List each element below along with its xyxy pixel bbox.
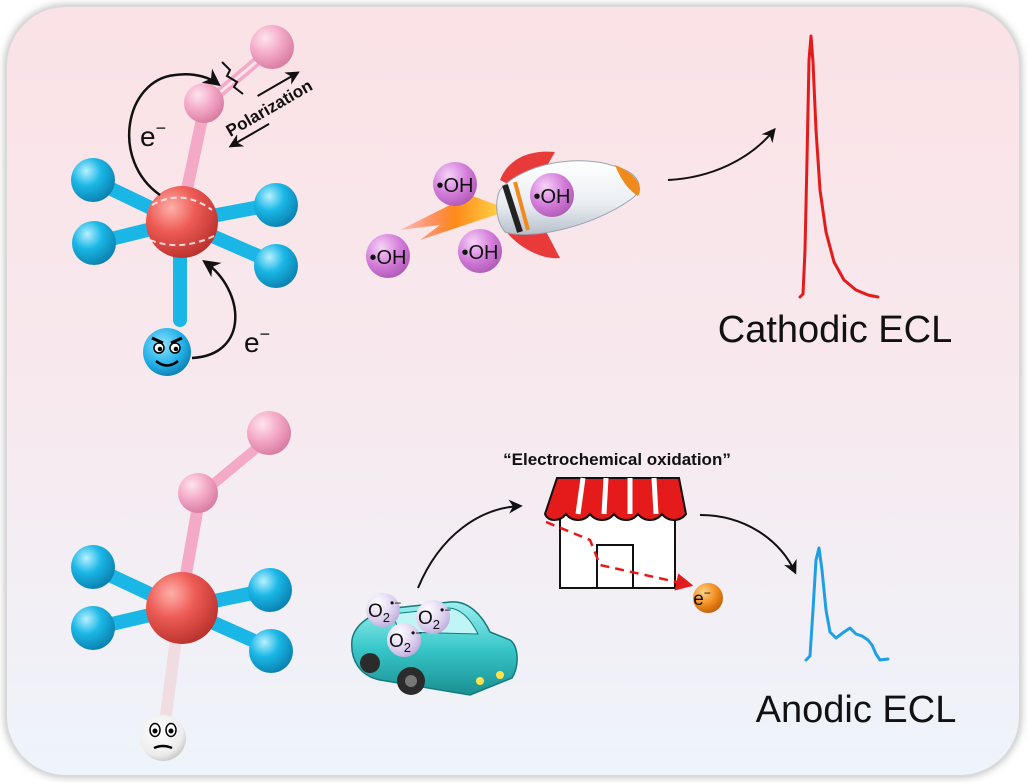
oh-radical: •OH (366, 234, 410, 278)
pink-atom (178, 473, 218, 513)
svg-text:•OH: •OH (533, 186, 570, 208)
electron-arrow-bottom (191, 259, 237, 360)
cathodic-molecule (71, 25, 298, 376)
ligand-atom (249, 629, 293, 673)
anodic-molecule (71, 411, 293, 761)
ligand-atom (71, 158, 115, 202)
pink-atom (184, 83, 224, 123)
electron-label-bottom: e− (244, 324, 270, 358)
car-wheel (360, 653, 380, 673)
ligand-atom (254, 244, 298, 288)
store-awning (543, 477, 688, 521)
store-icon (543, 477, 688, 589)
o2-radical: O2•− (366, 593, 401, 627)
electron-label-top: e− (140, 118, 166, 152)
electron-ball: e− (693, 583, 723, 613)
car-light (476, 677, 484, 685)
pink-atom (250, 25, 294, 69)
car-light (496, 671, 504, 679)
anodic-ecl-curve (804, 546, 890, 662)
oh-radical: •OH (458, 229, 502, 273)
ligand-atom (71, 545, 115, 589)
ligand-atom (248, 568, 292, 612)
cathodic-ecl-curve (798, 34, 880, 299)
ligand-atom (254, 183, 298, 227)
cathodic-ecl-label: Cathodic ECL (718, 309, 952, 351)
pink-atom (247, 411, 291, 455)
bond-break-mark (221, 61, 244, 95)
ligand-atom (72, 221, 116, 265)
central-atom (146, 572, 218, 644)
electrochemical-oxidation-label: “Electrochemical oxidation” (503, 450, 731, 469)
svg-text:O2•−: O2•− (368, 596, 401, 625)
svg-text:•OH: •OH (369, 247, 406, 269)
ligand-atom (71, 606, 115, 650)
arrow-to-anodic-curve (699, 514, 797, 575)
arrow-to-cathodic-curve (667, 127, 776, 181)
arrow-to-store (417, 499, 523, 589)
o2-radicals: O2•− O2•− O2•− (366, 593, 451, 657)
svg-text:•OH: •OH (436, 175, 473, 197)
anodic-ecl-label: Anodic ECL (756, 689, 957, 731)
oh-radical: •OH (530, 173, 574, 217)
central-atom (146, 186, 218, 258)
electron-escape-path (545, 520, 694, 591)
oh-radicals: •OH •OH •OH •OH (366, 162, 574, 278)
oh-radical: •OH (433, 162, 477, 206)
electron-arrow-top (127, 68, 221, 197)
svg-text:O2•−: O2•− (418, 603, 451, 632)
svg-text:e−: e− (693, 586, 711, 610)
svg-text:O2•−: O2•− (389, 626, 422, 655)
o2-radical: O2•− (387, 623, 422, 657)
o2-radical: O2•− (416, 600, 451, 634)
svg-text:•OH: •OH (461, 242, 498, 264)
smiley-icon (143, 328, 191, 376)
car-icon (351, 601, 518, 696)
neutral-face-icon (140, 715, 186, 761)
